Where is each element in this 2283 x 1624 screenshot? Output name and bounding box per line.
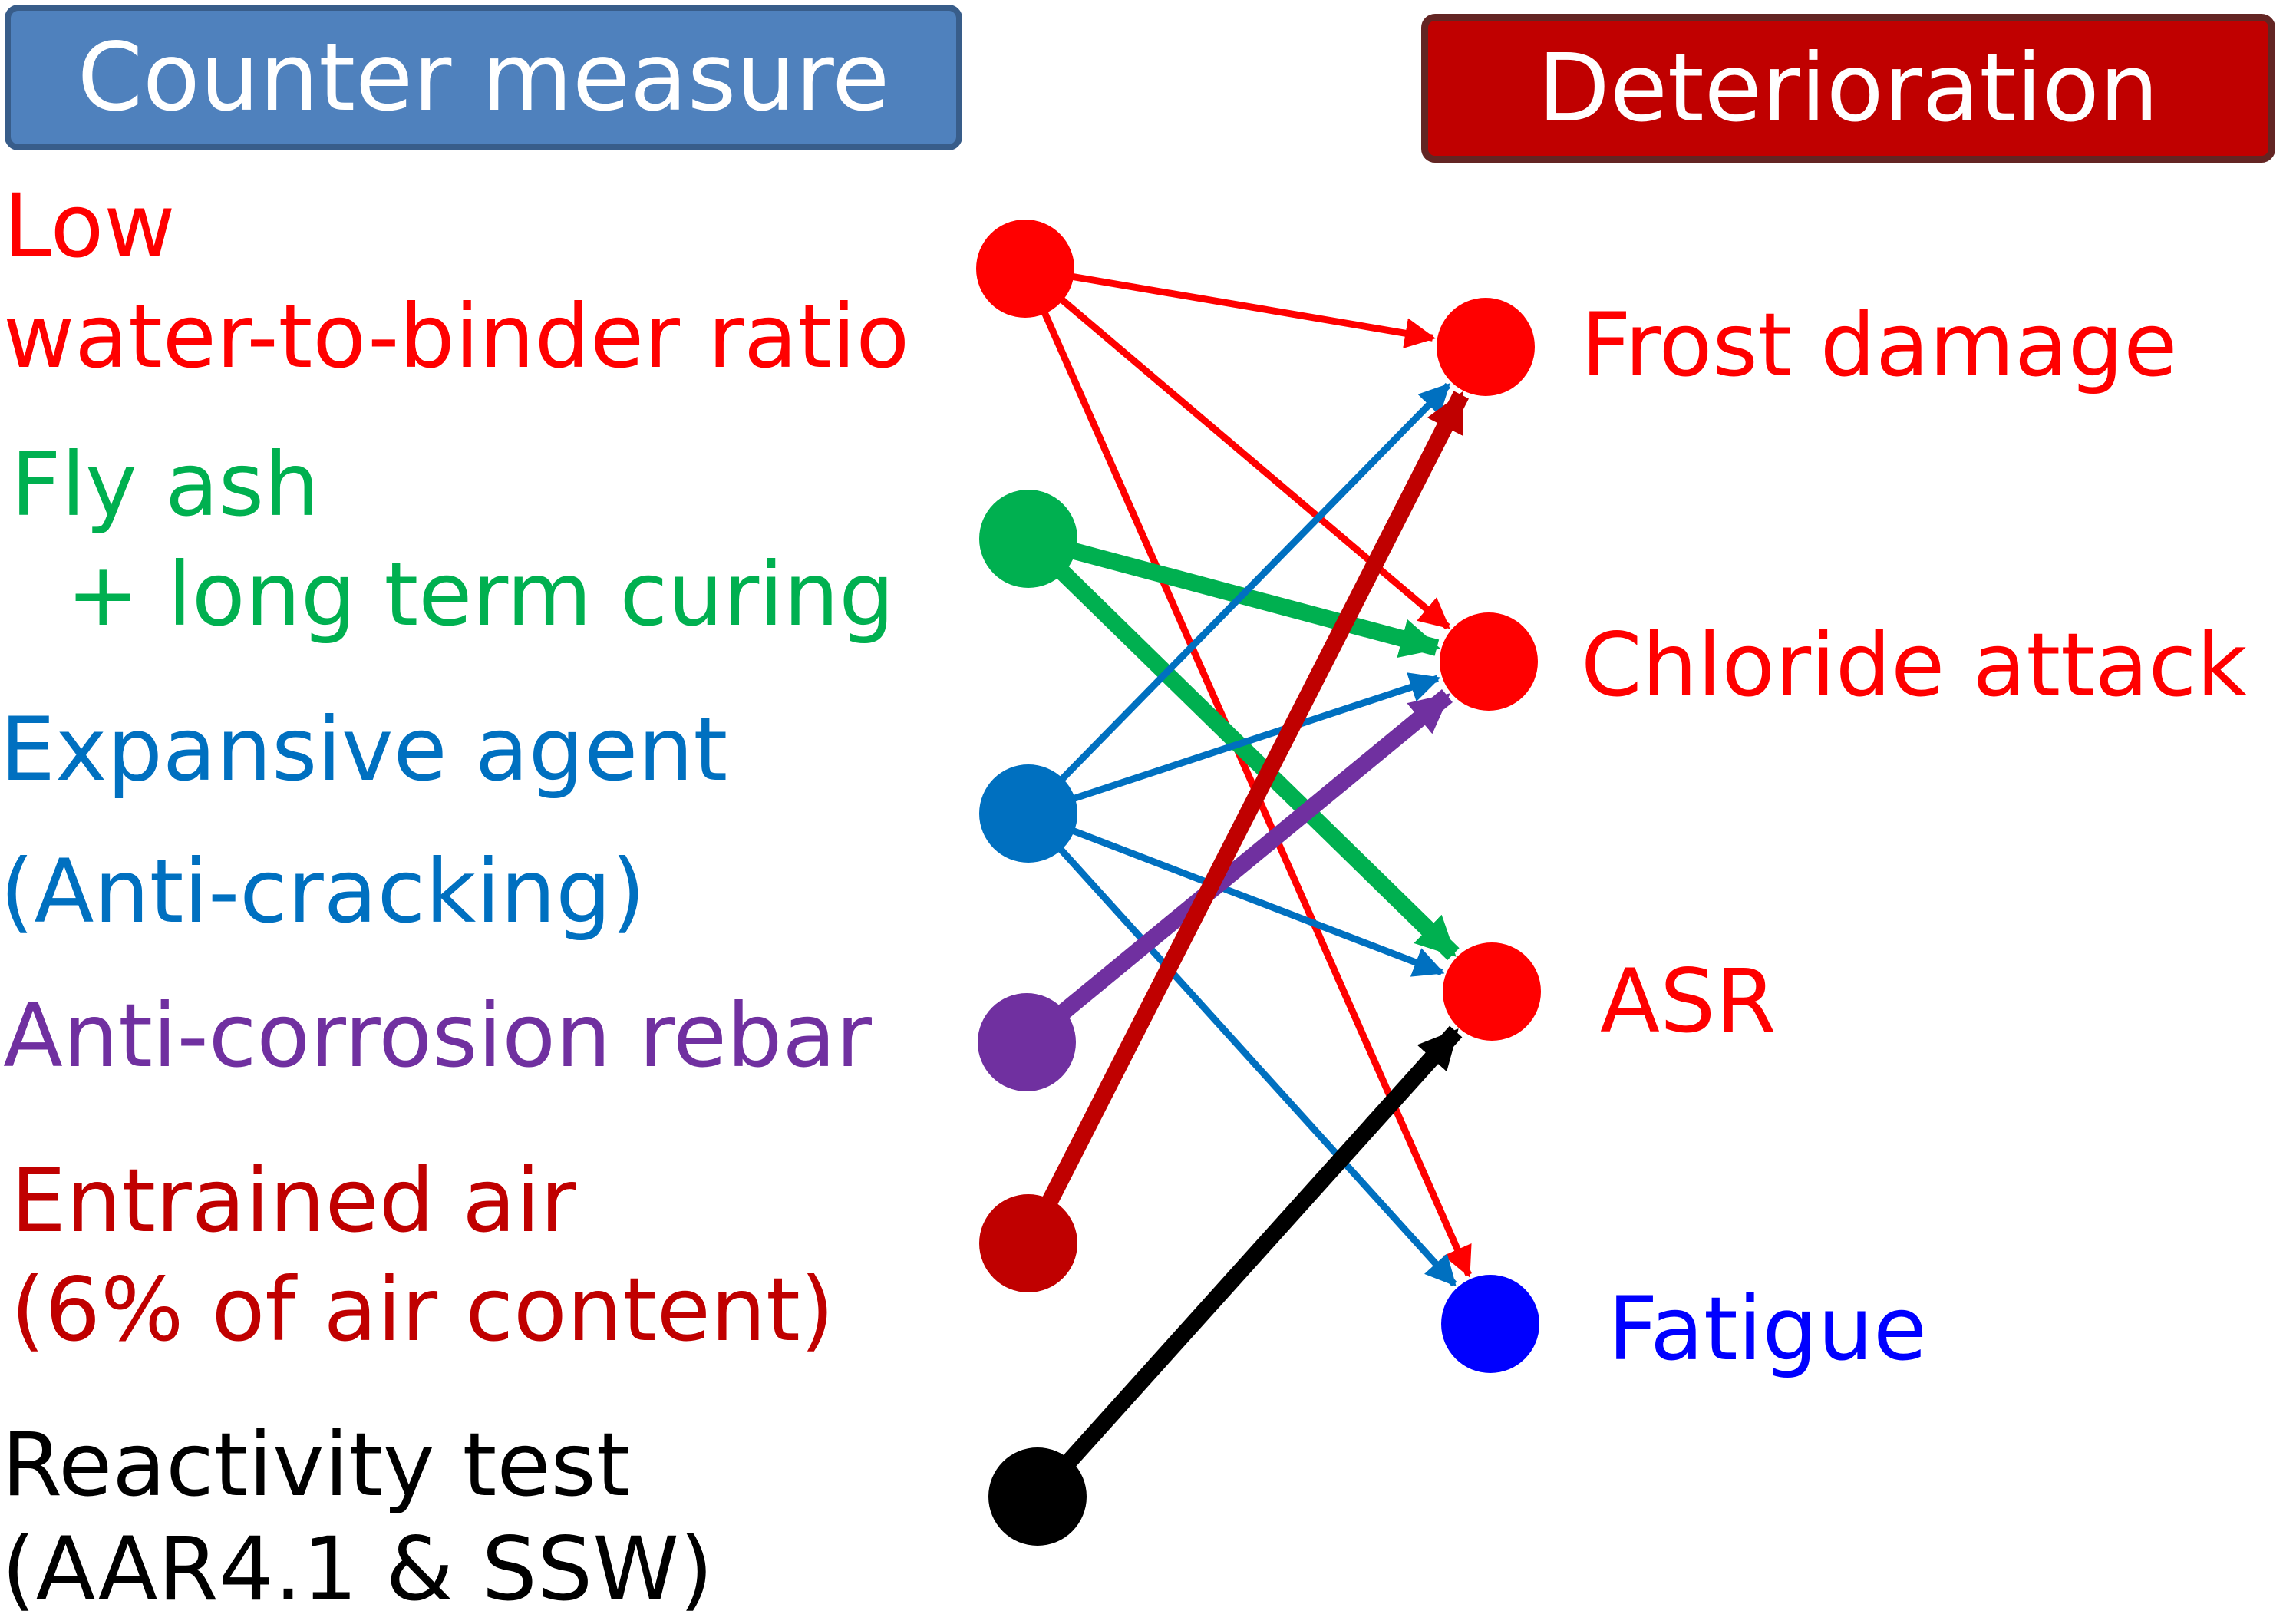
node-entrained: [979, 1194, 1077, 1292]
countermeasure-header: Counter measure: [5, 5, 962, 150]
countermeasure-low-wb-line2: water-to-binder ratio: [3, 286, 910, 388]
deterioration-header-label: Deterioration: [1537, 34, 2159, 143]
countermeasure-header-label: Counter measure: [77, 23, 890, 132]
node-asr: [1443, 942, 1541, 1041]
countermeasure-fly-ash-line2: + long term curing: [11, 543, 895, 645]
countermeasure-entrained-line1: Entrained air: [11, 1150, 576, 1252]
countermeasure-expansive-line2: (Anti-cracking): [0, 840, 646, 942]
node-reactivity: [988, 1447, 1087, 1546]
countermeasure-anticorr-line1: Anti-corrosion rebar: [3, 985, 873, 1087]
countermeasure-low-wb-line1: Low: [3, 175, 176, 277]
node-anticorr: [978, 993, 1076, 1091]
node-fly-ash: [979, 490, 1077, 588]
link-anticorr-to-chloride: [1021, 689, 1453, 1049]
link-reactivity-to-asr: [1031, 1025, 1463, 1503]
link-fly-ash-to-chloride: [1026, 530, 1441, 659]
deterioration-asr-label: ASR: [1600, 950, 1777, 1052]
link-expansive-to-fatigue: [1025, 810, 1457, 1287]
deterioration-frost-label: Frost damage: [1581, 294, 2178, 396]
countermeasure-reactivity-line2: (AAR4.1 & SSW): [2, 1518, 714, 1620]
node-low-wb: [976, 220, 1074, 318]
countermeasure-entrained-line2: (6% of air content): [11, 1259, 835, 1361]
link-entrained-to-frost: [1021, 391, 1469, 1247]
countermeasure-fly-ash-line1: Fly ash: [11, 434, 320, 536]
deterioration-chloride-label: Chloride attack: [1581, 614, 2248, 716]
node-fatigue: [1441, 1275, 1539, 1373]
node-expansive: [979, 764, 1077, 863]
deterioration-fatigue-label: Fatigue: [1608, 1278, 1928, 1380]
link-expansive-to-asr: [1027, 810, 1445, 977]
link-expansive-to-frost: [1025, 382, 1451, 817]
link-low-wb-to-frost: [1024, 265, 1436, 348]
deterioration-header: Deterioration: [1421, 14, 2275, 163]
node-frost: [1437, 298, 1535, 396]
countermeasure-reactivity-line1: Reactivity test: [2, 1414, 631, 1516]
countermeasure-expansive-line1: Expansive agent: [0, 698, 728, 800]
node-chloride: [1440, 612, 1538, 711]
link-expansive-to-chloride: [1027, 672, 1441, 817]
